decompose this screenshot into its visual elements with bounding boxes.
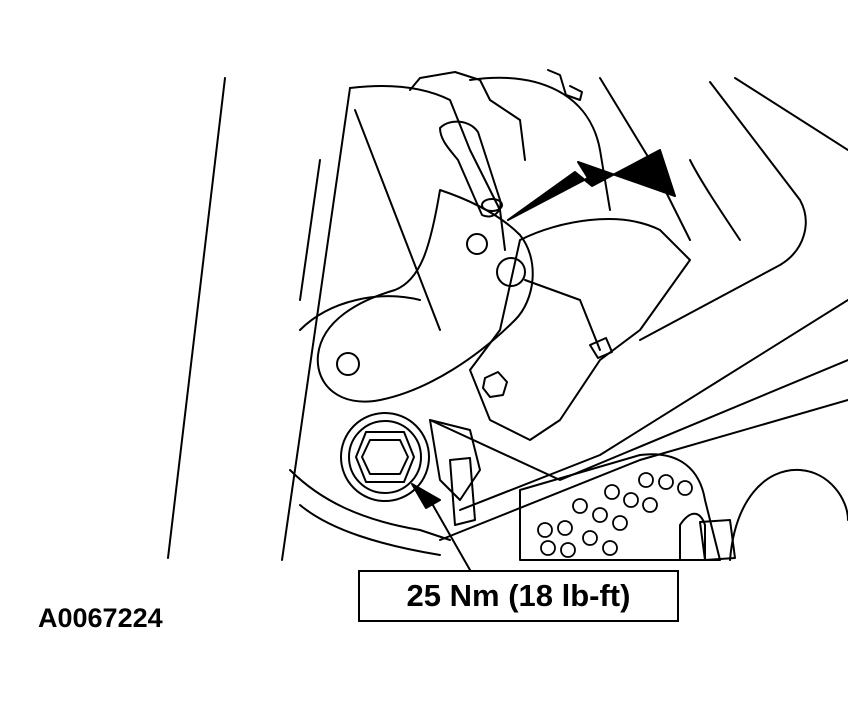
fitting-tube [439,120,502,218]
body-line-2 [354,109,441,331]
flange-hole-upper [466,233,488,255]
figure-id-label: A0067224 [38,603,163,633]
plate-holes [537,472,693,558]
right-frame-4 [689,159,741,241]
leader-line [429,499,471,571]
disc-inner [699,519,736,561]
lower-bracket [429,419,481,501]
stud-lower [449,457,476,526]
right-frame-2 [639,81,807,341]
housing-left-edge [281,87,351,561]
bolt-icon [340,412,430,502]
upper-casting [349,84,506,251]
actuator-detail [524,279,601,351]
right-disc [729,468,848,561]
flange-hole-right [496,257,526,287]
lower-rail-3 [439,399,848,541]
upper-housing-right [469,76,611,211]
body-line-1 [299,159,321,301]
actuator-housing [469,218,691,441]
upper-bracket [409,71,526,161]
upper-stud [547,69,583,101]
flange-hole-left [336,352,360,376]
perforated-plate [519,453,721,561]
fitting-ring [481,198,503,212]
small-bolt [482,371,508,398]
flange-outline [316,189,534,403]
left-edge-line [167,77,226,559]
arrow-icon [411,483,441,509]
torque-spec-callout: 25 Nm (18 lb-ft) [358,570,679,622]
mount-tab [589,337,613,359]
right-frame-3 [734,77,848,151]
lower-housing [289,469,451,541]
body-line-3 [299,295,421,331]
lower-rail-2 [459,299,848,511]
disc-hub [679,512,706,561]
lower-rail-1 [429,359,848,481]
arrow-icon [507,149,676,221]
lower-housing-2 [299,504,441,556]
